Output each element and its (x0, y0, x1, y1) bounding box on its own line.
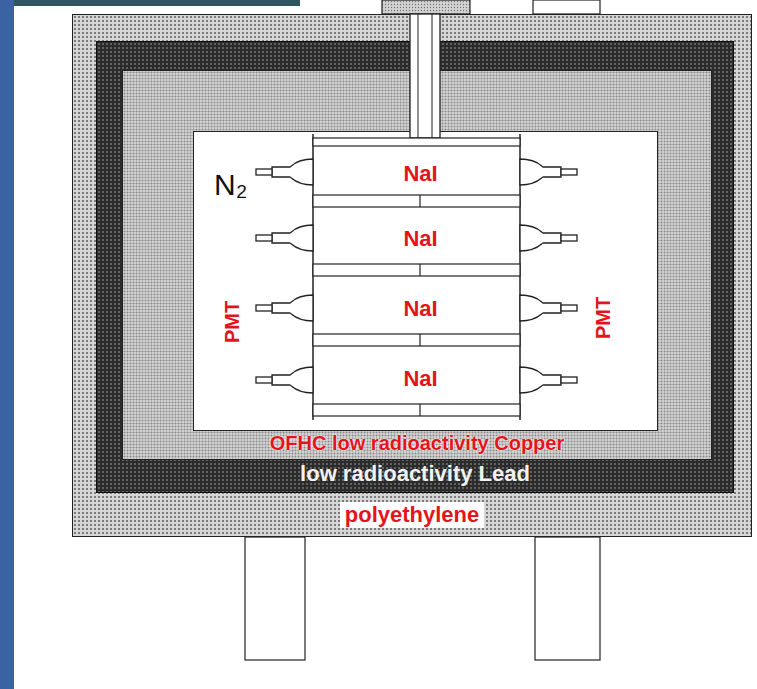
support-foot (245, 537, 305, 660)
nai-crystal: NaI (320, 281, 521, 337)
pmt-label: PMT (593, 297, 613, 339)
feed-tube-wall (432, 14, 433, 138)
pmt-symbol (256, 159, 313, 185)
pmt-symbol (520, 295, 577, 321)
slide-strip (0, 0, 14, 689)
layer-label: polyethylene (340, 502, 484, 528)
feed-tube-wall (418, 14, 419, 138)
crystal-label: NaI (403, 227, 437, 251)
pmt-symbol (520, 367, 577, 393)
copper-shield: NaI NaI NaI NaI N₂ OFHC low radioactivity Cop… (122, 70, 712, 460)
pmt-symbol (520, 159, 577, 185)
crystal-label: NaI (403, 367, 437, 391)
label-holder: PMT (563, 278, 643, 358)
crystal-rod (313, 334, 520, 346)
layer-label: N₂ (214, 168, 247, 201)
tube-cap (382, 0, 470, 14)
polyethylene-shield: NaI NaI NaI NaI N₂ OFHC low radioactivity Cop… (72, 14, 752, 537)
crystal-label: NaI (403, 297, 437, 321)
rod-joint (419, 195, 420, 207)
lead-shield: NaI NaI NaI NaI N₂ OFHC low radioactivity Cop… (96, 41, 734, 493)
rod-joint (419, 334, 420, 346)
pmt-symbol (256, 225, 313, 251)
stack-rail (519, 134, 521, 420)
layer-label: OFHC low radioactivity Copper (270, 432, 564, 454)
crystal-label: NaI (403, 162, 437, 186)
stack-rail (312, 134, 314, 420)
label-holder: PMT (192, 282, 272, 362)
rod-joint (419, 404, 420, 416)
pmt-label: PMT (222, 301, 242, 343)
nai-crystal: NaI (320, 351, 521, 407)
crystal-rod (313, 195, 520, 207)
pmt-symbol (256, 295, 313, 321)
pmt-symbol (256, 367, 313, 393)
crystal-rod (313, 264, 520, 276)
layer-label: low radioactivity Lead (300, 462, 530, 486)
feed-tube (410, 14, 440, 138)
photo-edge (14, 0, 300, 6)
rod-joint (419, 264, 420, 276)
support-foot (535, 537, 600, 660)
pmt-symbol (520, 225, 577, 251)
crystal-rod (313, 404, 520, 416)
nai-crystal: NaI (320, 212, 521, 267)
nitrogen-cavity: NaI NaI NaI NaI N₂ (193, 131, 658, 431)
top-frame (533, 0, 600, 14)
crystal-rod (313, 138, 520, 146)
nai-crystal: NaI (320, 151, 521, 198)
